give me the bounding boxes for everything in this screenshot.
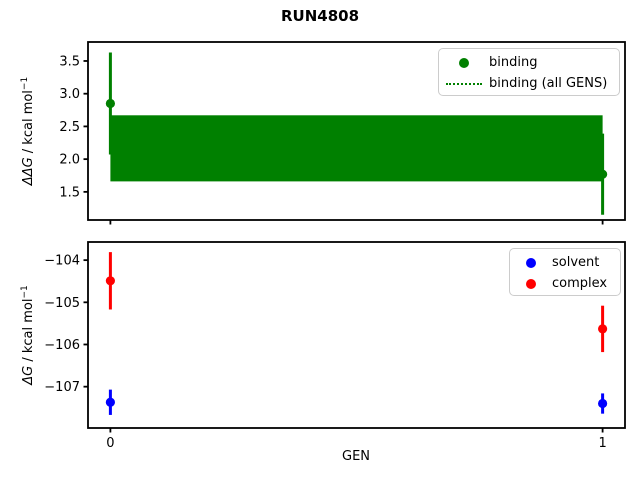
binding-legend-label: binding [489,55,538,70]
binding-all-gens-legend-label: binding (all GENS) [489,76,608,91]
y-tick-label: 2.5 [59,120,80,135]
binding-dot-icon [459,57,469,68]
dotted-line-icon [446,82,482,85]
y-tick-label: 3.5 [59,55,80,70]
bottom-legend: solvent complex [509,248,621,296]
y-tick-label: −107 [44,380,80,395]
solvent-legend-label: solvent [552,255,600,270]
binding-point-gen0 [105,98,115,109]
solvent-point-gen1 [598,398,608,409]
complex-dot-icon [526,278,536,289]
complex-point-gen0 [105,276,115,286]
x-tick-label: 0 [106,436,114,451]
solvent-point-gen0 [105,397,115,407]
x-axis-label: GEN [341,449,371,464]
y-tick-label: 1.5 [59,185,80,200]
complex-point-gen1 [598,324,608,334]
binding-point-gen1 [598,169,608,179]
top-y-axis-label: ΔΔG / kcal mol−1 [20,77,36,185]
legend-entry-binding-all-gens: binding (all GENS) [439,73,619,94]
top-ylabel-sup: −1 [19,76,30,91]
y-tick-label: −104 [44,254,80,269]
axes-frame [87,41,626,221]
top-ylabel-math: ΔΔG [21,157,37,186]
solvent-legend-handle [510,257,552,268]
axes-frame [87,241,626,429]
complex-legend-label: complex [552,276,608,291]
band-all-gens [110,115,603,182]
legend-entry-binding: binding [439,52,619,73]
y-tick-label: −106 [44,338,80,353]
solvent-dot-icon [526,257,536,268]
bottom-ylabel-sup: −1 [19,285,30,299]
legend-entry-solvent: solvent [510,252,620,273]
top-legend: binding binding (all GENS) [438,48,620,96]
top-ylabel-units: / kcal mol [21,90,37,158]
complex-legend-handle [510,278,552,289]
bottom-ylabel-units: / kcal mol [21,298,37,366]
y-tick-label: 3.0 [59,87,80,102]
figure-title: RUN4808 [280,7,360,25]
bottom-y-axis-label: ΔG / kcal mol−1 [20,285,36,385]
binding-all-gens-legend-handle [439,82,489,85]
y-tick-label: −105 [44,296,80,311]
x-tick-label: 1 [598,436,606,451]
bottom-ylabel-math: ΔG [21,365,37,385]
binding-legend-handle [439,57,489,68]
y-tick-label: 2.0 [59,153,80,168]
legend-entry-complex: complex [510,273,620,294]
